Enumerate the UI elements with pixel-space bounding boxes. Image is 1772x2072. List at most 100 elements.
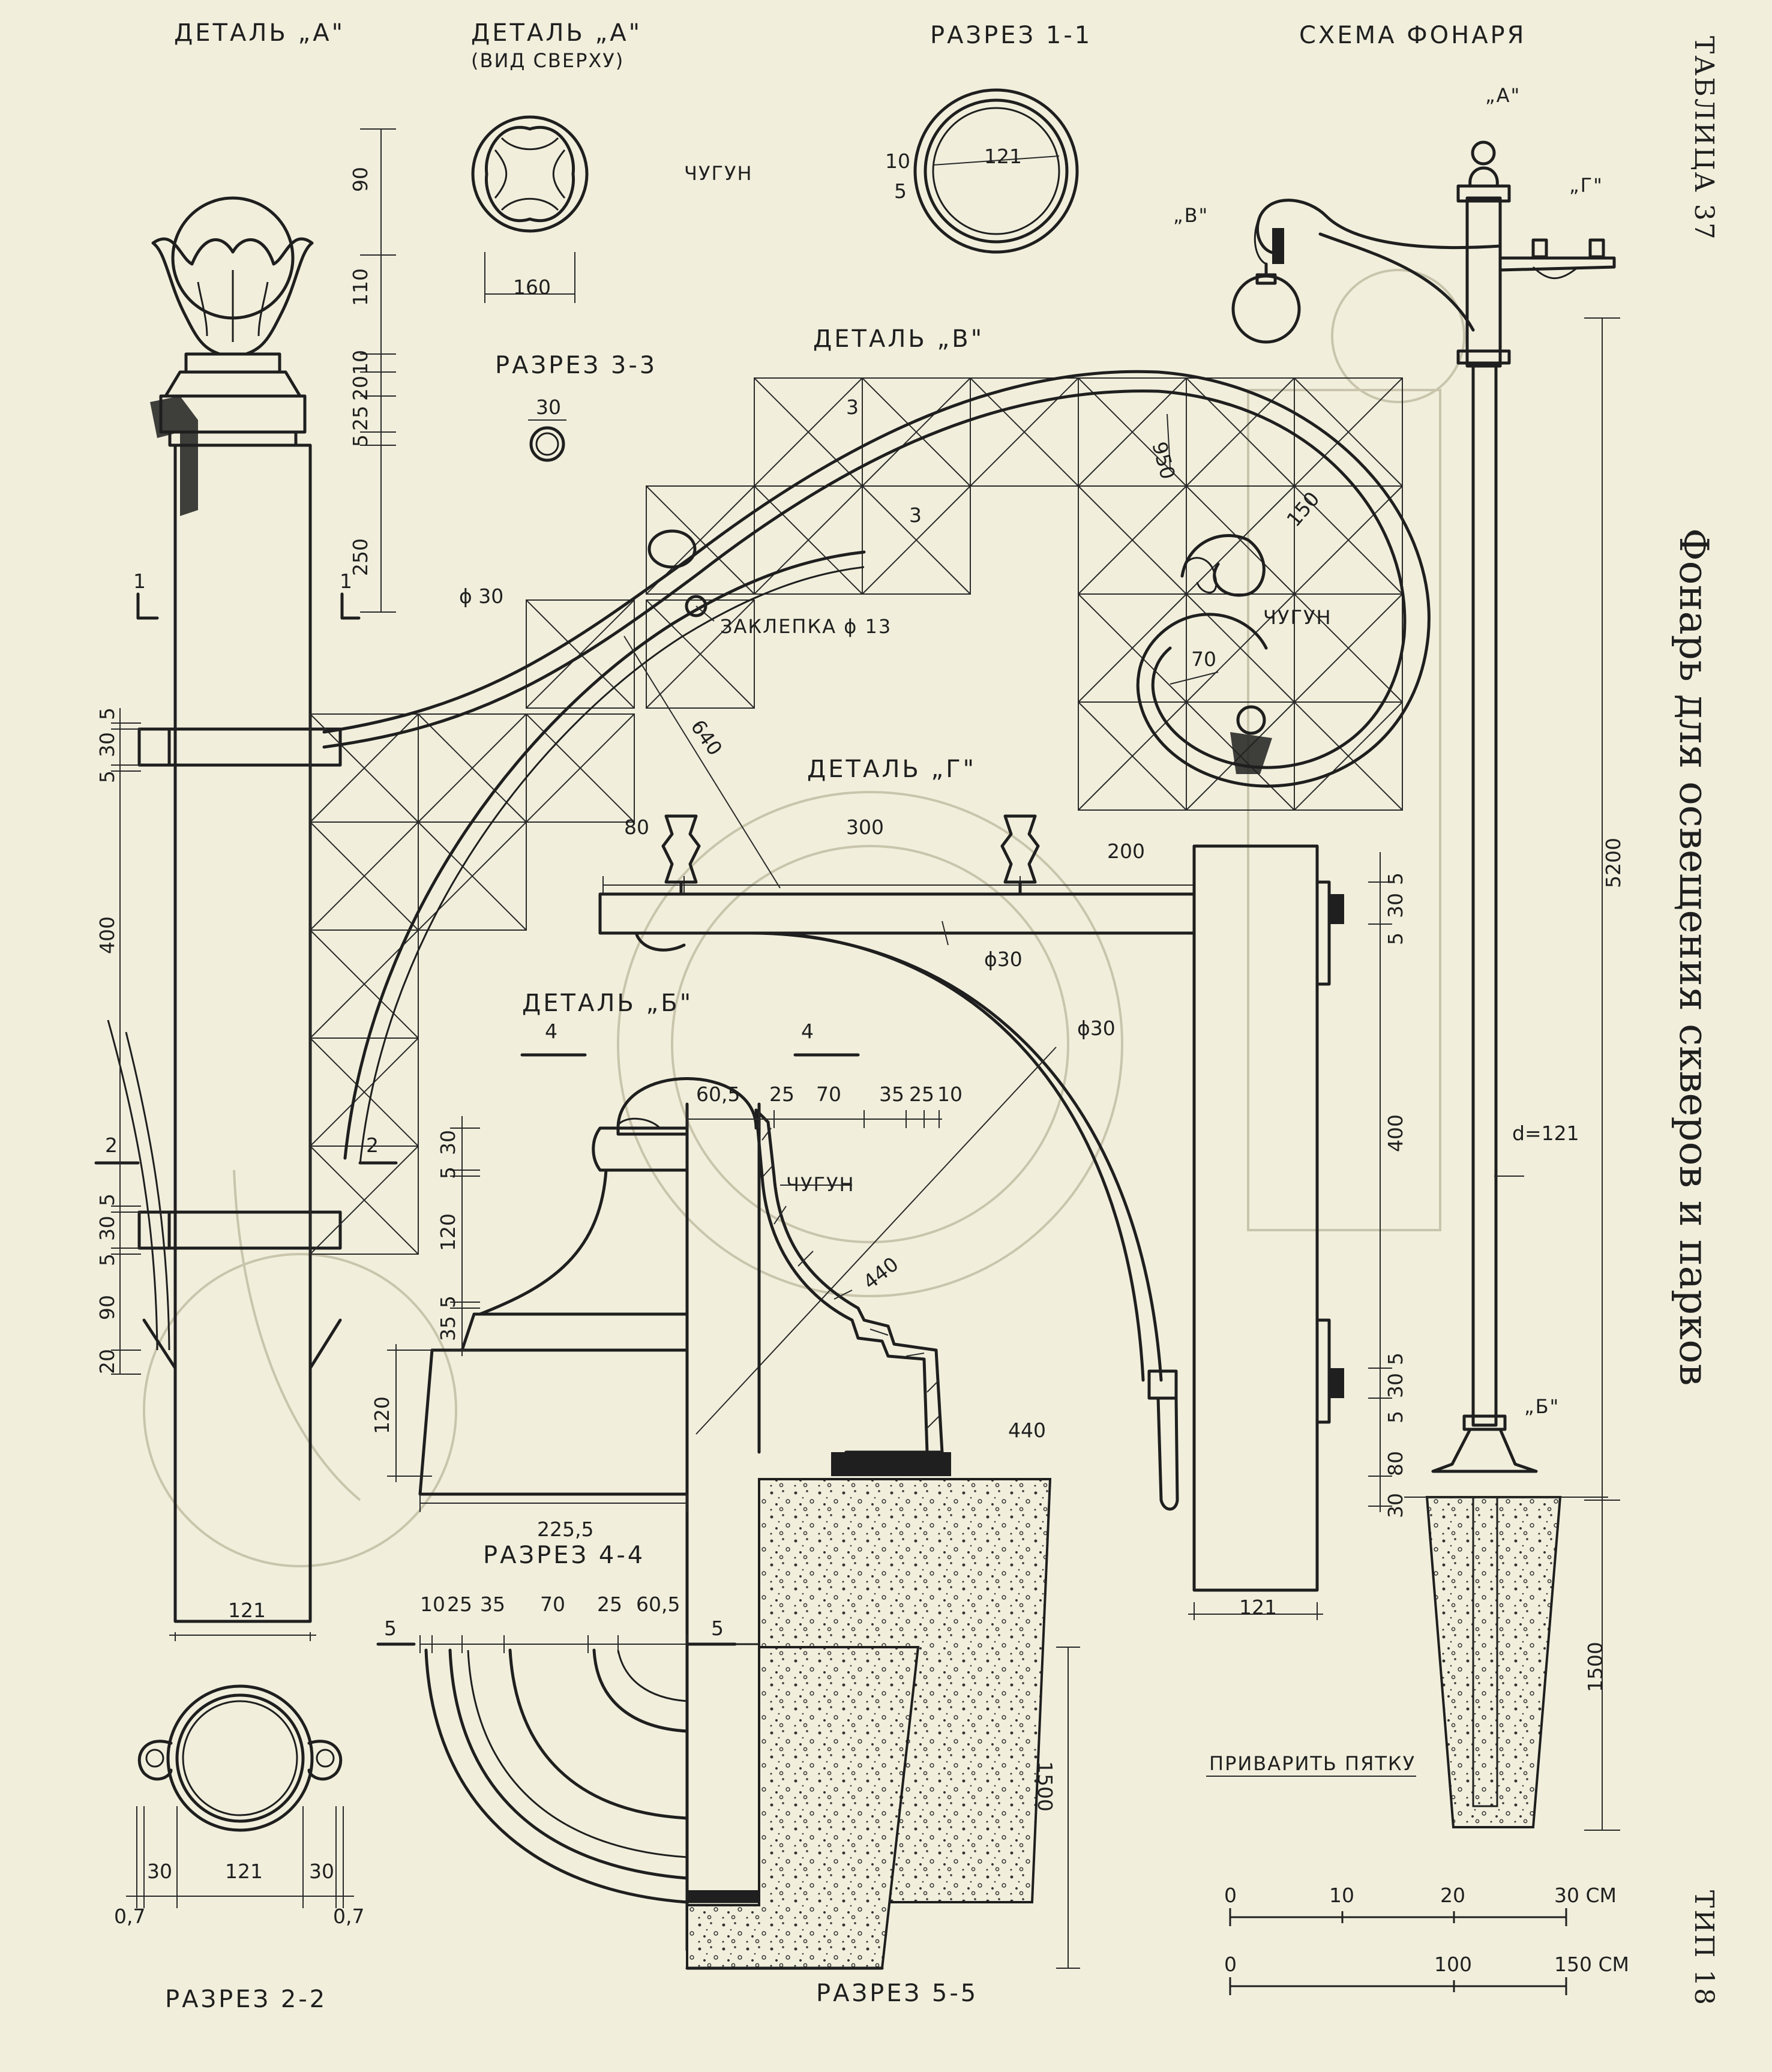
dim-s55-25b: 25 [597, 1593, 622, 1616]
scale-bottom-tick-2: 150 СМ [1554, 1953, 1629, 1976]
dim-b-d30: ϕ30 [1077, 1016, 1116, 1040]
section-3-3: 30 [528, 395, 566, 462]
detail-v-label: ДЕТАЛЬ „В" [813, 325, 984, 353]
cut-2-right: 2 [366, 1134, 379, 1157]
cut-4-right: 4 [801, 1019, 814, 1043]
dim-s22-121: 121 [225, 1860, 263, 1883]
detail-a-top-view: 160 ЧУГУН [471, 115, 753, 303]
cut-2-left: 2 [105, 1134, 118, 1157]
scale-top-tick-3: 30 СМ [1554, 1884, 1617, 1907]
detail-a-label: ДЕТАЛЬ „А" [174, 19, 345, 47]
dim-col-5c: 5 [95, 1194, 119, 1206]
detail-a-dimensions: 90 110 10 20 25 5 250 [349, 128, 396, 613]
dim-sch-d121: d=121 [1512, 1122, 1579, 1145]
detail-a-top-label: ДЕТАЛЬ „А" [471, 19, 642, 47]
detail-a-top-sublabel: (ВИД СВЕРХУ) [471, 49, 624, 72]
section-1-1: 121 10 5 [885, 88, 1079, 254]
dim-r-80: 80 [1384, 1451, 1407, 1476]
dim-s11-121: 121 [984, 145, 1022, 168]
dim-b-120b: 120 [370, 1396, 394, 1434]
section-2-2-label: РАЗРЕЗ 2-2 [165, 1986, 327, 2013]
table-number: ТАБЛИЦА 37 [1689, 36, 1719, 241]
dim-r-30a: 30 [1384, 893, 1407, 918]
dim-b-35: 35 [879, 1083, 904, 1106]
ghost-show-through [143, 269, 1465, 1567]
marker-b: „Б" [1524, 1395, 1560, 1418]
type-number: ТИП 18 [1689, 1890, 1719, 2007]
dim-b-120: 120 [436, 1213, 460, 1251]
dim-col-30a: 30 [95, 732, 119, 757]
detail-g-right-dimensions: 5 30 5 400 5 30 5 80 30 121 [1188, 852, 1407, 1620]
scale-bottom-tick-1: 100 [1434, 1953, 1472, 1976]
drawing-title: Фонарь для освещения скверов и парков [1671, 528, 1717, 1386]
cut-1-right: 1 [340, 569, 352, 593]
dim-g-80: 80 [624, 815, 649, 839]
cut-4-left: 4 [545, 1019, 557, 1043]
dim-r-5a: 5 [1384, 872, 1407, 885]
detail-g-bracket: 80 300 200 ϕ30 ϕ30 440 440 [598, 814, 1344, 1592]
dim-a-10: 10 [349, 350, 372, 375]
dim-r-5b: 5 [1384, 932, 1407, 945]
section-2-2: 30 121 30 0,7 0,7 [114, 1684, 364, 1928]
scale-bars: 0 10 20 30 СМ 0 100 150 СМ [1224, 1884, 1629, 1995]
dim-s33-30: 30 [536, 395, 561, 419]
dim-a-25: 25 [349, 406, 372, 431]
dim-b-25: 25 [769, 1083, 794, 1106]
dim-s55-70: 70 [540, 1593, 565, 1616]
section-3-3-label: РАЗРЕЗ 3-3 [495, 352, 657, 379]
dim-s11-10: 10 [885, 149, 910, 173]
rivet-note: ЗАКЛЕПКА ϕ 13 [720, 615, 892, 638]
dim-r-5d: 5 [1384, 1411, 1407, 1423]
marker-a: „А" [1485, 84, 1521, 107]
section-5-5-label: РАЗРЕЗ 5-5 [816, 1980, 978, 2007]
cast-iron-note-a: ЧУГУН [684, 162, 753, 185]
dim-r-30b: 30 [1384, 1373, 1407, 1398]
dim-v-640: 640 [686, 715, 727, 760]
dim-col-121: 121 [228, 1599, 266, 1622]
lamp-scheme-label: СХЕМА ФОНАРЯ [1299, 22, 1526, 49]
dim-g-d30: ϕ30 [984, 947, 1023, 971]
section-4-4-label: РАЗРЕЗ 4-4 [483, 1542, 645, 1569]
dim-col-30b: 30 [95, 1216, 119, 1241]
marker-g: „Г" [1569, 174, 1603, 197]
dim-b-440b: 440 [1008, 1419, 1046, 1442]
detail-g-label: ДЕТАЛЬ „Г" [807, 755, 976, 783]
section-1-1-label: РАЗРЕЗ 1-1 [930, 22, 1092, 49]
cut-5-right: 5 [711, 1617, 724, 1640]
dim-b-605: 60,5 [696, 1083, 740, 1106]
dim-b-70: 70 [816, 1083, 841, 1106]
dim-s11-5: 5 [894, 179, 907, 203]
dim-a-90: 90 [349, 167, 372, 192]
dim-s55-10: 10 [420, 1593, 445, 1616]
lamp-scheme: 5200 d=121 1500 „А" „В" „Г" „Б" ПРИВАРИТ… [1173, 84, 1625, 1831]
dim-s22-30a: 30 [147, 1860, 172, 1883]
dim-r-121: 121 [1239, 1596, 1277, 1619]
detail-b-label: ДЕТАЛЬ „Б" [522, 989, 693, 1017]
dim-v-3b: 3 [909, 503, 922, 527]
dim-col-400: 400 [95, 916, 119, 954]
dim-v-3a: 3 [846, 395, 859, 419]
column-dimensions: 5 30 5 400 5 30 5 90 20 121 [95, 707, 316, 1641]
dim-s55-35: 35 [480, 1593, 505, 1616]
column-elevation: 1 1 2 2 [94, 443, 398, 1623]
weld-heel-note: ПРИВАРИТЬ ПЯТКУ [1209, 1752, 1416, 1775]
dim-b-5b: 5 [436, 1296, 460, 1308]
dim-col-5a: 5 [95, 707, 119, 720]
dim-a-20: 20 [349, 376, 372, 401]
dim-b-2255: 225,5 [537, 1518, 593, 1541]
detail-v-arm: 950 150 70 3 3 640 ϕ 30 ЗАКЛЕПКА ϕ 13 ЧУ… [322, 370, 1431, 1165]
dim-g-300: 300 [846, 815, 884, 839]
section-5-5: 5 5 10 25 35 70 25 60,5 1500 [376, 1593, 1080, 1970]
dim-b-10: 10 [937, 1083, 963, 1106]
dim-r-30c: 30 [1384, 1493, 1407, 1518]
dim-b-440a: 440 [859, 1252, 903, 1294]
cut-1-left: 1 [133, 569, 146, 593]
cut-5-left: 5 [384, 1617, 397, 1640]
detail-b-dimensions: 60,5 25 70 35 25 10 30 5 120 5 35 120 22… [370, 1083, 963, 1541]
dim-sch-1500: 1500 [1584, 1642, 1607, 1692]
dim-b-30: 30 [436, 1130, 460, 1155]
dim-top-160: 160 [513, 275, 551, 299]
scale-top-tick-2: 20 [1440, 1884, 1465, 1907]
dim-a-5: 5 [349, 434, 372, 447]
